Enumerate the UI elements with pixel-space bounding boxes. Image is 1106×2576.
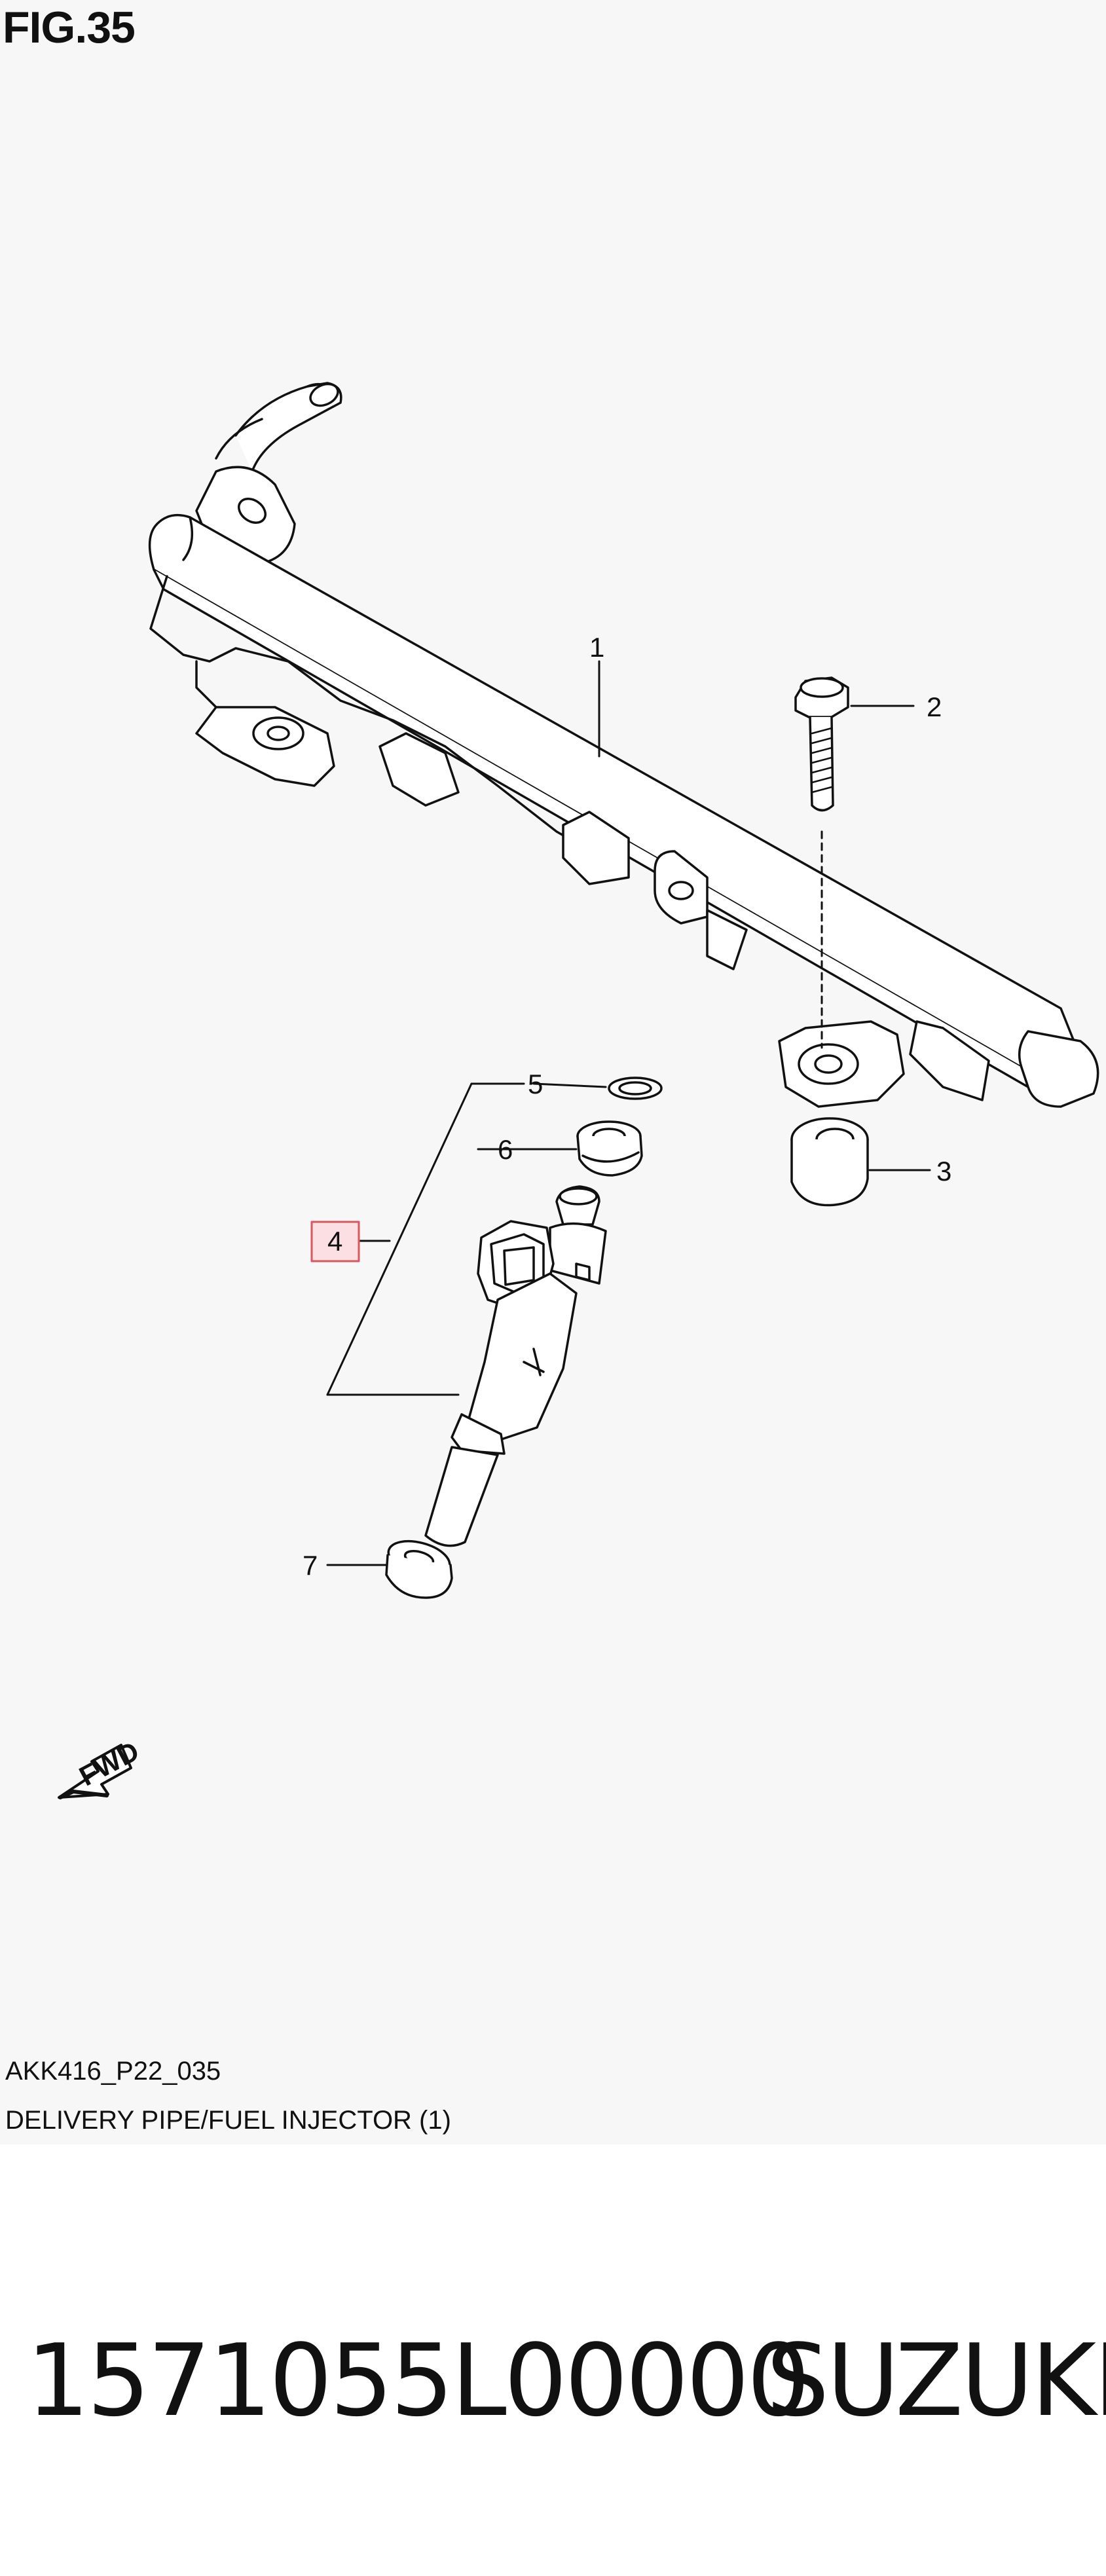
callout-2: 2 — [927, 691, 942, 722]
fuel-injector-part — [424, 1185, 607, 1547]
footer: 1571055L00000 SUZUKI — [0, 2331, 1106, 2462]
exploded-diagram: 1 2 3 4 5 6 7 FWD — [58, 382, 1099, 1799]
callout-7: 7 — [303, 1550, 318, 1581]
callout-5: 5 — [528, 1069, 543, 1099]
callout-3: 3 — [936, 1156, 951, 1187]
o-ring-part — [608, 1076, 663, 1100]
figure-title: FIG.35 — [3, 3, 136, 52]
diagram-sheet: FIG.35 — [3, 3, 1099, 2135]
callout-1: 1 — [589, 632, 604, 663]
callout-6: 6 — [498, 1134, 513, 1165]
fwd-arrow-icon — [58, 1744, 132, 1799]
fwd-label: FWD — [74, 1735, 144, 1792]
leader-lines — [326, 660, 931, 1566]
grommet-part — [576, 1120, 643, 1177]
callout-highlight-box — [310, 1221, 360, 1262]
part-number: 1571055L00000 — [26, 2323, 810, 2438]
callout-4: 4 — [327, 1226, 342, 1257]
reference-code: AKK416_P22_035 — [5, 2057, 221, 2086]
diagram-caption: DELIVERY PIPE/FUEL INJECTOR (1) — [5, 2106, 451, 2135]
lower-seal-part — [385, 1539, 453, 1599]
delivery-pipe-part — [148, 382, 1099, 1108]
spacer-part — [790, 1117, 869, 1207]
brand-name: SUZUKI — [766, 2323, 1106, 2438]
bolt-part — [794, 676, 849, 812]
